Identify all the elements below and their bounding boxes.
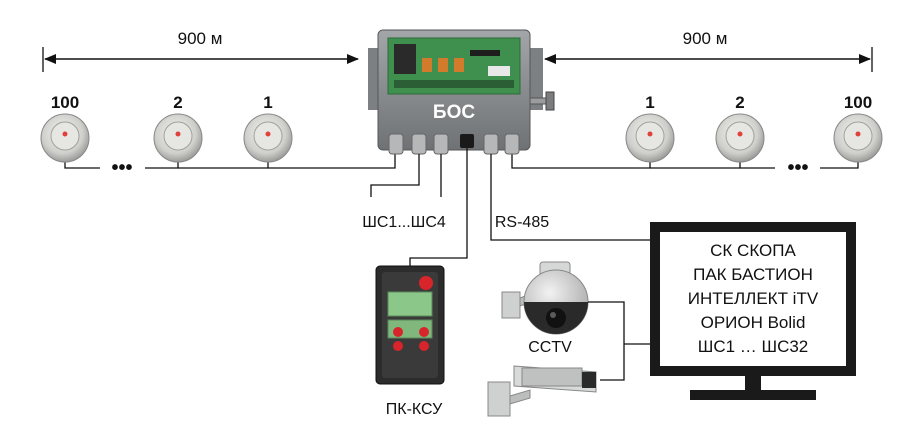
box-camera xyxy=(487,365,597,417)
ellipsis-left: ••• xyxy=(111,157,132,179)
detector-right-1: 1 xyxy=(625,93,675,163)
distance-left: 900 м xyxy=(42,29,359,72)
detector-number: 2 xyxy=(735,93,744,112)
detector-right-100: 100 xyxy=(833,93,883,163)
detector-left-1: 1 xyxy=(243,93,293,163)
monitor-stand xyxy=(690,390,816,400)
distance-left-label: 900 м xyxy=(178,29,223,48)
programmer-screen xyxy=(387,291,433,317)
programmer-button-icon xyxy=(393,327,403,337)
cctv-label: CCTV xyxy=(528,339,572,356)
detector-number: 100 xyxy=(51,93,79,112)
rs485-label: RS-485 xyxy=(495,214,549,231)
controller-enclosure: БОС xyxy=(368,29,555,155)
dome-camera xyxy=(501,261,589,335)
monitor-line-1: СК СКОПА xyxy=(710,241,796,260)
monitor-line-3: ИНТЕЛЛЕКТ iTV xyxy=(688,289,819,308)
monitor-screen xyxy=(660,232,846,366)
programmer-wire xyxy=(409,148,468,268)
controller-label: БОС xyxy=(433,102,475,123)
logo-icon xyxy=(419,276,433,290)
detector-right-2: 2 xyxy=(715,93,765,163)
distance-right-label: 900 м xyxy=(683,29,728,48)
ellipsis-right: ••• xyxy=(787,157,808,179)
monitor-line-2: ПАК БАСТИОН xyxy=(693,265,813,284)
programmer-button-icon xyxy=(393,341,403,351)
cable-glands xyxy=(388,133,520,155)
detector-number: 1 xyxy=(263,93,272,112)
programmer-button-icon xyxy=(419,327,429,337)
monitor: СК СКОПА ПАК БАСТИОН ИНТЕЛЛЕКТ iTV ОРИОН… xyxy=(650,222,856,400)
programmer-label: ПК-КСУ xyxy=(386,401,443,418)
monitor-line-4: ОРИОН Bolid xyxy=(701,313,806,332)
detector-number: 100 xyxy=(844,93,872,112)
detector-left-100: 100 xyxy=(40,93,90,163)
zones-label: ШС1...ШС4 xyxy=(362,214,446,231)
detector-left-2: 2 xyxy=(153,93,203,163)
detector-number: 1 xyxy=(645,93,654,112)
monitor-line-5: ШС1 … ШС32 xyxy=(698,337,809,356)
programmer-button-icon xyxy=(419,341,429,351)
detector-number: 2 xyxy=(173,93,182,112)
rs485-wire xyxy=(490,154,650,241)
zone-wires xyxy=(370,154,442,197)
handheld-programmer xyxy=(375,265,445,385)
distance-right: 900 м xyxy=(544,29,873,72)
cctv-wire xyxy=(588,301,650,381)
